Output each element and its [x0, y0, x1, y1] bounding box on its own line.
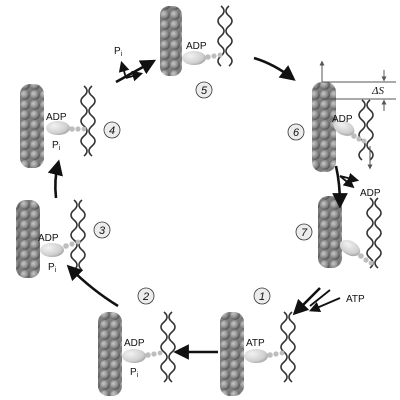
state-2: ADP Pi 2 [98, 287, 176, 396]
state-6-number: 6 [293, 127, 300, 139]
state-3: ADP Pi 3 [16, 199, 111, 278]
myosin-filament [358, 99, 374, 161]
atp-binding: ATP [309, 289, 365, 312]
state-4: ADP Pi 4 [20, 84, 121, 168]
myosin-filament [80, 85, 96, 157]
myosin-neck [267, 350, 285, 358]
myosin-filament [160, 311, 176, 383]
state-6: ADP 6 ΔS [287, 60, 396, 172]
myosin-head [40, 243, 64, 257]
actin-filament [160, 6, 182, 76]
myosin-head [339, 239, 361, 257]
pi-release: Pi [114, 46, 144, 82]
state-6-nucleotide: ADP [332, 114, 353, 125]
state-3-phosphate: Pi [48, 262, 57, 274]
state-2-phosphate: Pi [130, 367, 139, 379]
actin-filament [98, 312, 122, 396]
arrow-3-to-4 [47, 159, 63, 199]
atp-binding-label: ATP [346, 294, 365, 305]
adp-release-label: ADP [360, 188, 381, 199]
actin-filament [312, 82, 336, 172]
myosin-neck [205, 52, 223, 60]
state-7: 7 [295, 196, 382, 269]
arrow-2-to-3 [66, 264, 119, 308]
myosin-head [333, 120, 355, 136]
state-5-nucleotide: ADP [186, 41, 207, 52]
myosin-filament [280, 311, 296, 383]
state-5: ADP 5 [160, 5, 233, 99]
actin-filament [20, 84, 44, 168]
adp-release: ADP [339, 172, 381, 199]
myosin-neck [145, 350, 163, 358]
state-4-number: 4 [109, 125, 115, 137]
state-1-nucleotide: ATP [246, 338, 265, 349]
myosin-filament [366, 197, 382, 269]
step-size-label: ΔS [371, 85, 384, 97]
myosin-neck [63, 239, 81, 249]
step-size-indicator [319, 60, 396, 170]
arrow-6-to-7 [332, 165, 348, 209]
state-7-number: 7 [301, 227, 308, 239]
state-1: ATP 1 [220, 287, 296, 396]
myosin-head [182, 51, 206, 65]
arrow-7-to-1 [292, 287, 321, 316]
actin-filament [318, 196, 342, 268]
pi-release-label: Pi [114, 46, 123, 58]
myosin-head [244, 349, 268, 363]
myosin-neck [69, 126, 87, 132]
myosin-head [46, 121, 70, 135]
actin-filament [16, 200, 40, 278]
state-2-nucleotide: ADP [124, 338, 145, 349]
actin-filament [220, 312, 244, 396]
myosin-head [122, 349, 146, 363]
state-5-number: 5 [201, 85, 208, 97]
state-3-number: 3 [99, 225, 106, 237]
myosin-filament [70, 199, 86, 271]
state-4-nucleotide: ADP [46, 112, 67, 123]
cycle-arrows [47, 56, 348, 360]
state-3-nucleotide: ADP [38, 233, 59, 244]
myosin-neck [351, 133, 367, 144]
state-2-number: 2 [142, 291, 149, 303]
arrow-5-to-6 [253, 56, 296, 81]
state-1-number: 1 [259, 291, 265, 303]
myosin-neck [358, 253, 374, 266]
state-4-phosphate: Pi [52, 140, 61, 152]
